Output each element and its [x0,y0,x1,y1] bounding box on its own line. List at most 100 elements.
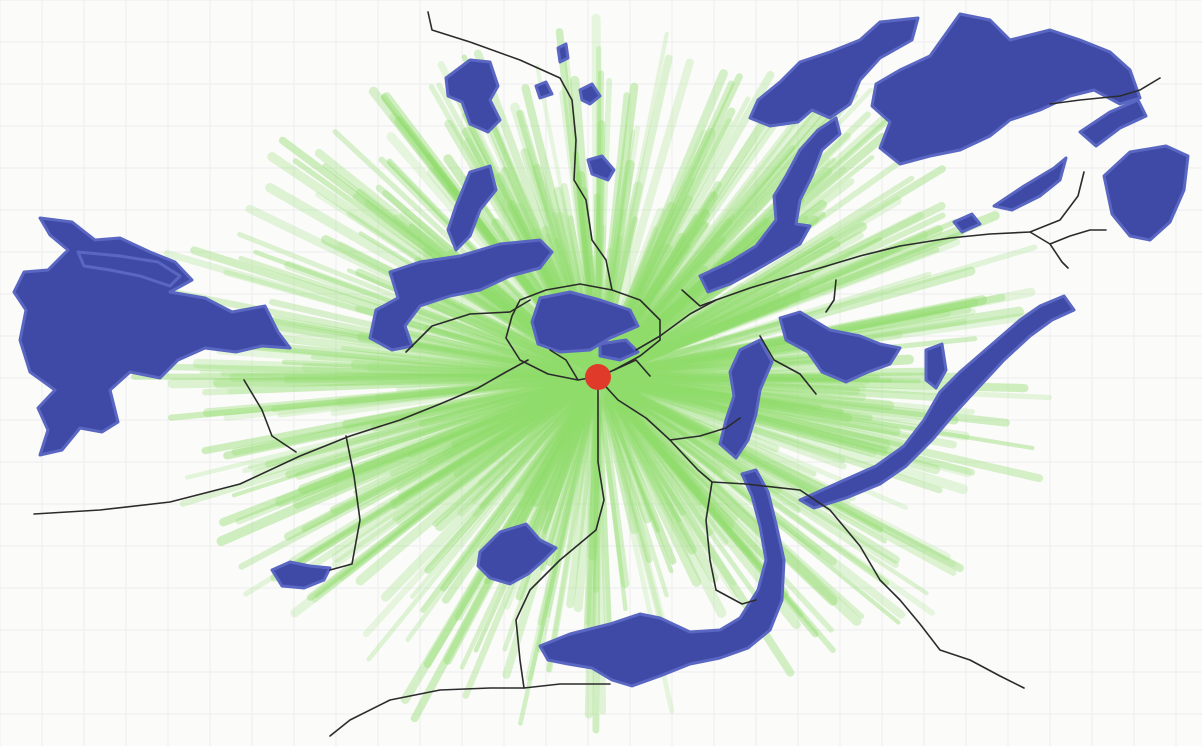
radiation-stroke [591,13,603,353]
road-east-long [635,171,1085,351]
lake-ne-3 [1078,98,1148,148]
radiation-stroke [555,28,599,349]
radiation-stroke [407,382,579,458]
radiation-stroke [625,230,929,368]
radiation-stroke [220,371,600,380]
radiation-stroke [629,231,965,367]
lake-ne-5 [952,212,982,234]
radiation-stroke [616,106,903,362]
radiation-stroke [201,375,589,455]
radiation-stroke [419,375,589,396]
radiation-stroke [307,388,583,601]
radiation-stroke [594,305,767,381]
radiation-stroke [613,145,796,359]
radiation-stroke [635,394,951,561]
radiation-stroke [277,374,597,418]
road-se-inner [705,481,757,605]
radiation-stroke [603,378,957,568]
radiation-stroke [636,380,822,410]
radiation-stroke [625,374,952,402]
radiation-stroke [336,375,571,408]
radiation-stroke [595,375,714,536]
lake-west [12,216,292,457]
radiation-stroke [422,291,565,364]
radiation-stroke [539,394,595,531]
radiation-stroke [530,387,596,508]
radiation-stroke [340,346,575,377]
radiation-stroke [598,399,628,612]
lake-north-2 [556,42,570,64]
radiation-stroke [435,374,601,532]
radiation-stroke [424,395,582,574]
radiation-stroke [604,70,775,364]
radiation-stroke [612,388,822,555]
radiation-stroke [223,373,599,460]
radiation-stroke [281,359,570,378]
radiation-stroke [168,377,569,421]
radiation-stroke [598,312,809,379]
radiation-stroke [293,388,564,509]
radiation-stroke [223,269,598,379]
radiation-stroke [624,275,791,366]
radiation-stroke [611,385,745,477]
radiation-stroke [641,323,804,368]
radiation-stroke [502,381,599,652]
radiation-stroke [199,370,577,379]
radiation-stroke [613,93,821,357]
radiation-stroke [585,399,600,626]
radiation-stroke [583,395,602,640]
radiation-stroke [278,136,576,362]
road-ring [505,283,661,381]
radiation-stroke [613,384,957,576]
radiation-stroke [604,91,819,368]
radiation-stroke [604,245,902,376]
road-east-center [759,335,817,395]
lake-north-3 [534,80,554,100]
radiation-stroke [615,82,856,357]
radiation-stroke [163,250,566,371]
radiation-stroke [595,382,630,588]
radiation-stroke [621,132,887,359]
road-west-branch [243,379,297,453]
radiation-stroke [614,396,789,599]
lake-nw-1 [446,164,498,252]
radiation-stroke [301,392,565,532]
radiation-stroke [432,393,580,527]
radiation-stroke [640,247,940,363]
radiation-stroke [604,214,698,365]
road-west-long [33,359,529,515]
radiation-stroke [615,377,957,449]
radiation-stroke [350,359,563,380]
radiation-stroke [362,390,586,638]
road-east-spur [825,279,837,313]
radiation-stroke [596,395,614,668]
radiation-stroke [155,286,555,371]
radiation-stroke [603,375,968,495]
radiation-stroke [608,389,735,530]
radiation-stroke [229,372,591,382]
lakes [12,12,1190,688]
radiation-stroke [604,398,677,565]
radiation-stroke [247,381,575,470]
radiation-stroke [612,392,739,522]
radiation-stroke [599,378,780,535]
radiation-stroke [441,380,598,604]
radiation-stroke [602,191,718,367]
radiation-stroke [600,31,669,355]
radiation-stroke [596,375,865,619]
lake-south-west [270,560,332,590]
radiation-stroke [355,382,592,586]
radiation-stroke [267,152,568,359]
radiation-stroke [606,81,839,366]
radiation-stroke [606,385,780,561]
radiation-stroke [243,382,588,597]
radiation-stroke [609,401,719,583]
road-north [427,11,613,291]
lake-east-arm [698,116,842,294]
radiation-stroke [604,379,884,533]
radiation-stroke [272,315,567,374]
radiation-stroke [518,383,596,509]
radiation-stroke [236,339,592,380]
radiation-stroke [192,358,556,381]
